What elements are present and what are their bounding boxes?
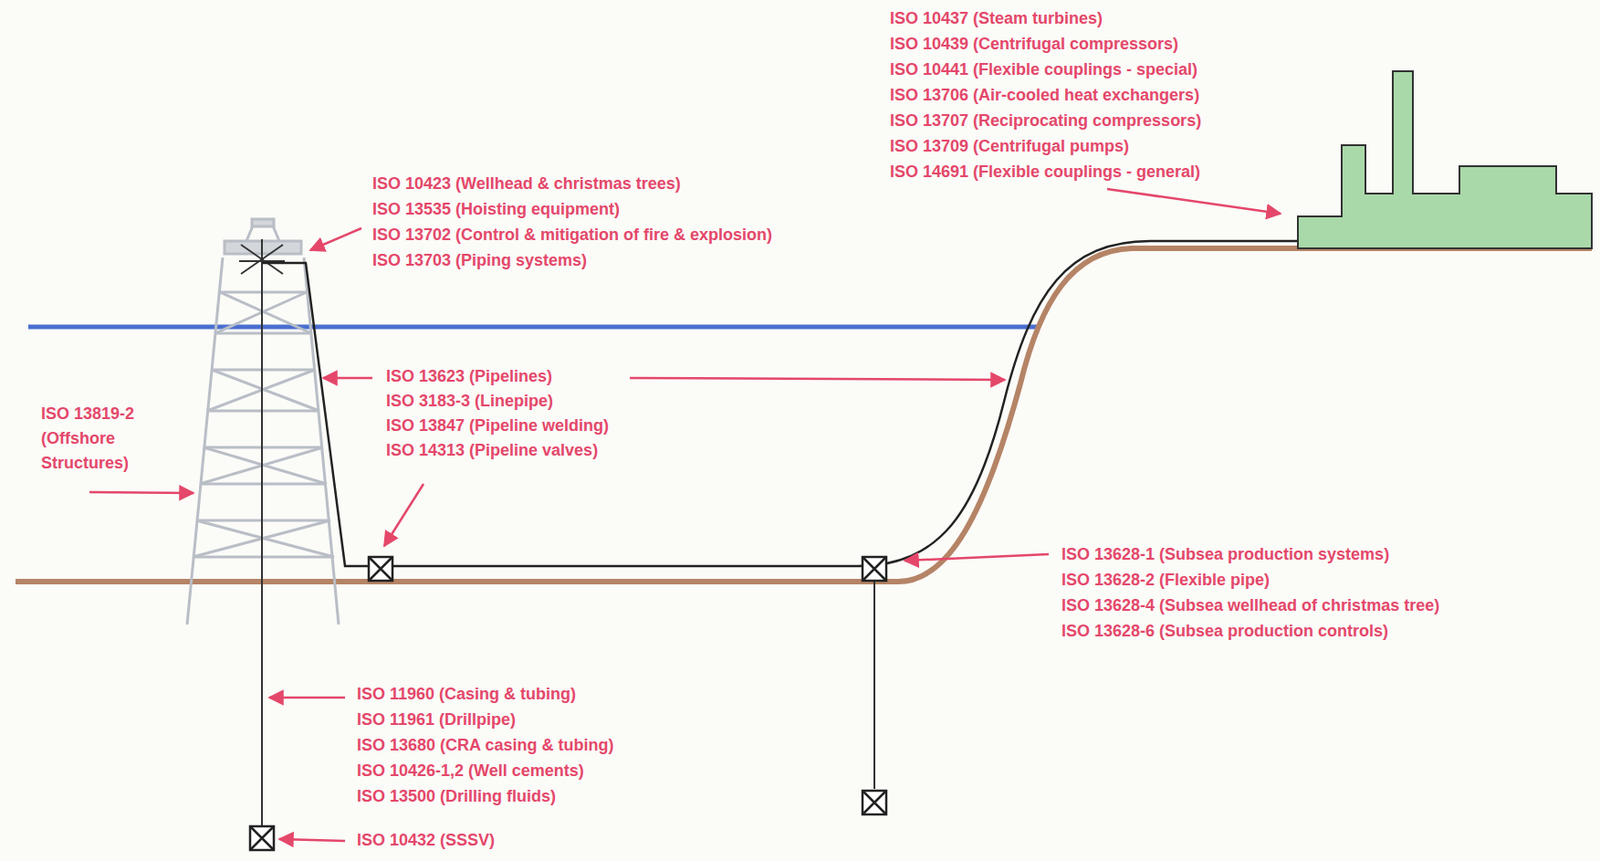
standard-label: ISO 11960 (Casing & tubing) (356, 682, 576, 705)
standard-label: ISO 13628-1 (Subsea production systems) (1061, 543, 1390, 565)
standard-label: ISO 13702 (Control & mitigation of fire … (372, 223, 773, 246)
standard-label: ISO 10437 (Steam turbines) (889, 7, 1103, 30)
well-string (261, 239, 263, 827)
subsea-well (873, 581, 876, 789)
pipeline (261, 240, 1301, 566)
standard-label: ISO 10439 (Centrifugal compressors) (889, 32, 1179, 55)
standard-label: ISO 13709 (Centrifugal pumps) (889, 135, 1130, 157)
standard-label: ISO 13847 (Pipeline welding) (386, 414, 609, 437)
standard-label: ISO 10432 (SSSV) (356, 828, 495, 851)
onshore-plant (1297, 71, 1592, 249)
standard-label: ISO 13500 (Drilling fluids) (356, 784, 556, 807)
valve-symbol (250, 556, 887, 850)
standard-label: ISO 3183-3 (Linepipe) (386, 389, 554, 412)
standard-label: ISO 14313 (Pipeline valves) (386, 439, 598, 461)
standard-label: ISO 13535 (Hoisting equipment) (372, 198, 620, 220)
standard-label: ISO 13703 (Piping systems) (372, 249, 587, 272)
standard-label: ISO 10441 (Flexible couplings - special) (889, 58, 1198, 81)
standard-label: ISO 13623 (Pipelines) (386, 365, 553, 387)
standard-label: ISO 13706 (Air-cooled heat exchangers) (889, 83, 1200, 106)
standard-label: ISO 13819-2 (Offshore Structures) (41, 401, 160, 476)
seabed (15, 248, 1592, 582)
standard-label: ISO 11961 (Drillpipe) (356, 708, 516, 731)
standard-label: ISO 14691 (Flexible couplings - general) (889, 160, 1201, 183)
standard-label: ISO 10423 (Wellhead & christmas trees) (372, 172, 681, 195)
standard-label: ISO 10426-1,2 (Well cements) (356, 759, 585, 782)
standard-label: ISO 13628-6 (Subsea production controls) (1061, 619, 1389, 642)
standard-label: ISO 13680 (CRA casing & tubing) (356, 733, 614, 756)
leader-arrow (89, 188, 1281, 841)
standard-label: ISO 13628-4 (Subsea wellhead of christma… (1061, 594, 1440, 617)
standard-label: ISO 13628-2 (Flexible pipe) (1061, 568, 1270, 591)
standard-label: ISO 13707 (Reciprocating compressors) (889, 109, 1202, 132)
sea-surface (28, 324, 1041, 330)
